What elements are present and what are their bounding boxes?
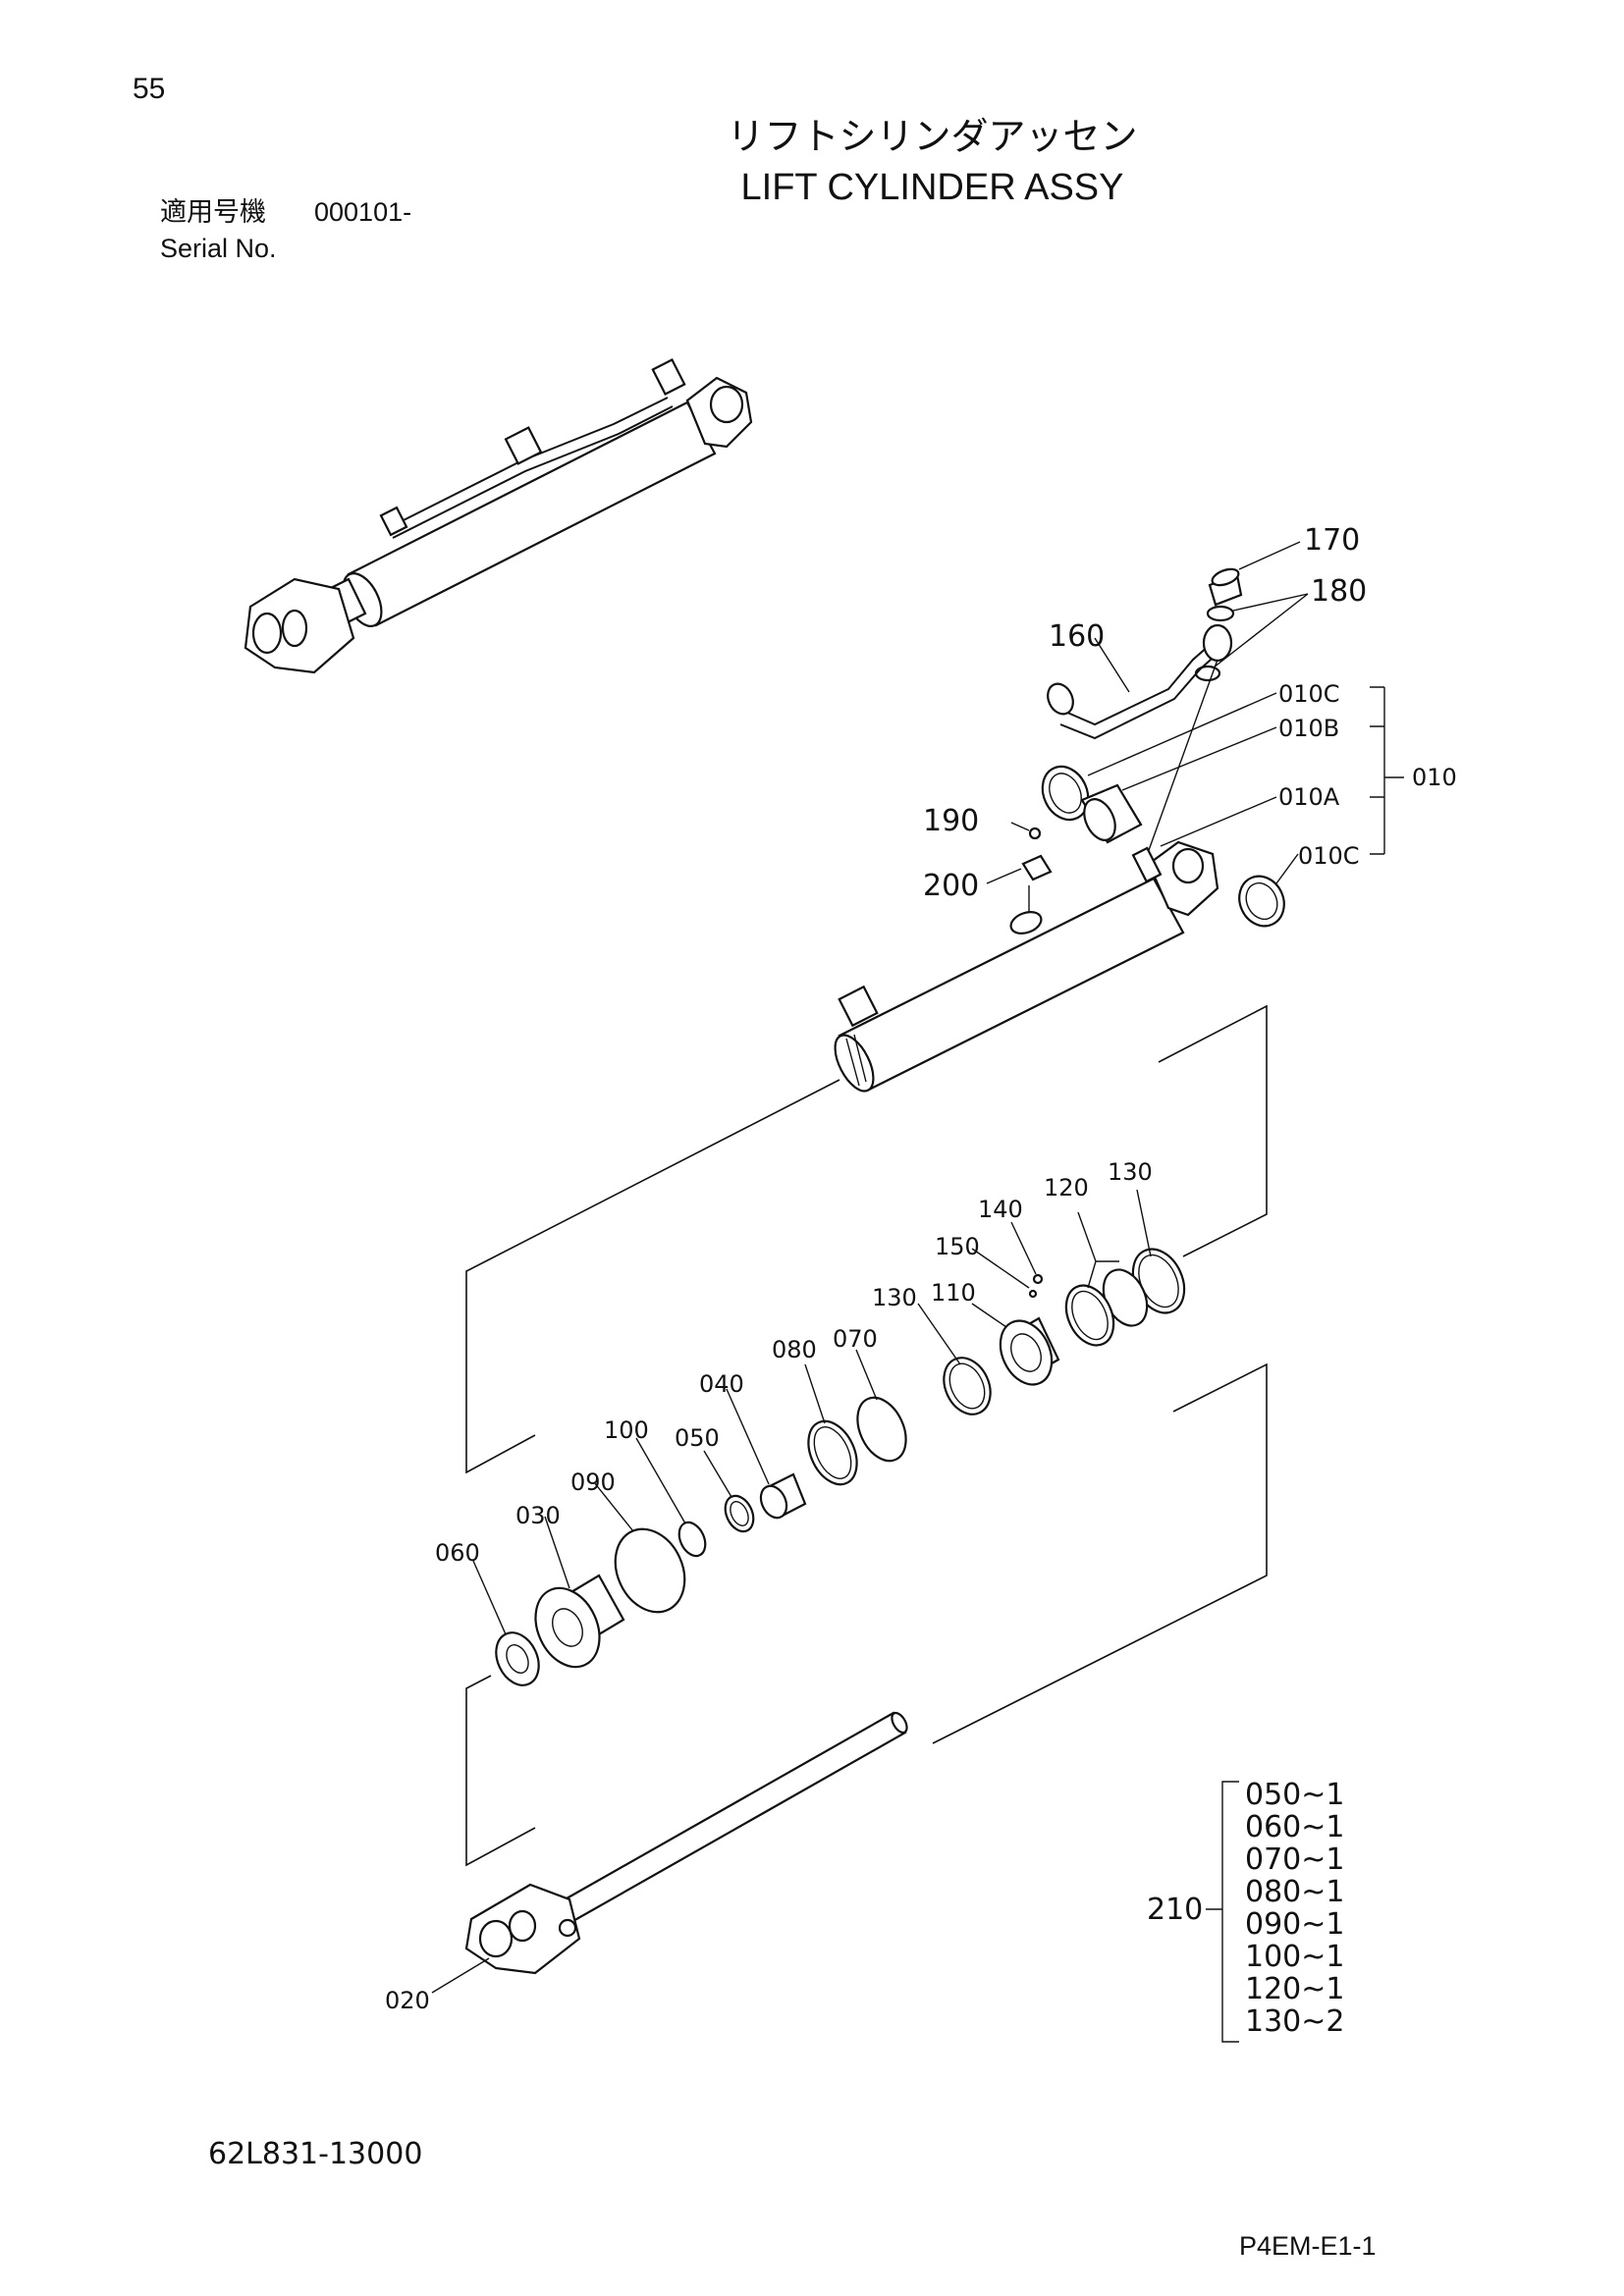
page-title: LIFT CYLINDER ASSY (740, 167, 1124, 208)
label-210: 210 (1147, 1893, 1203, 1927)
label-010c-top: 010C (1278, 680, 1340, 708)
drawing-number: 62L831-13000 (208, 2137, 423, 2171)
cylinder-tube-group (834, 567, 1285, 1093)
label-180: 180 (1311, 574, 1367, 609)
kit-item: 100~1 (1245, 1940, 1344, 1974)
label-080: 080 (772, 1336, 817, 1363)
serial-label: Serial No. (160, 234, 277, 263)
label-050: 050 (675, 1424, 720, 1452)
assembled-cylinder-illustration (244, 358, 753, 674)
label-010: 010 (1412, 764, 1457, 791)
label-170: 170 (1304, 523, 1360, 558)
label-190: 190 (923, 804, 979, 838)
kit-item: 090~1 (1245, 1907, 1344, 1942)
label-150: 150 (935, 1233, 980, 1260)
part-labels: 170 180 160 010C 010B 010 010A 010C 190 … (385, 523, 1457, 2014)
label-110: 110 (931, 1279, 976, 1307)
label-070: 070 (833, 1325, 878, 1353)
kit-bracket (1221, 1781, 1239, 2043)
label-010a: 010A (1278, 783, 1340, 811)
label-020: 020 (385, 1987, 430, 2014)
piston-rod-illustration (464, 1711, 908, 1975)
serial-value: 000101- (314, 197, 412, 227)
piston-seal-parts (495, 1248, 1186, 1686)
label-200: 200 (923, 869, 979, 903)
label-040: 040 (699, 1370, 744, 1398)
label-010c-bottom: 010C (1298, 842, 1360, 870)
label-030: 030 (515, 1502, 561, 1529)
label-130-right: 130 (1108, 1158, 1153, 1186)
kit-item: 070~1 (1245, 1842, 1344, 1877)
kit-item: 060~1 (1245, 1810, 1344, 1844)
kit-item: 130~2 (1245, 2004, 1344, 2039)
page-code: P4EM-E1-1 (1239, 2231, 1377, 2261)
label-090: 090 (570, 1468, 616, 1496)
leader-lines (431, 541, 1309, 1994)
page-number: 55 (133, 73, 166, 105)
label-160: 160 (1049, 619, 1105, 654)
label-060: 060 (435, 1539, 480, 1567)
kit-item: 080~1 (1245, 1875, 1344, 1909)
label-120: 120 (1044, 1174, 1089, 1201)
kit-item: 120~1 (1245, 1972, 1344, 2006)
page-title-japanese: リフトシリンダアッセン (727, 115, 1138, 158)
label-140: 140 (978, 1196, 1023, 1223)
kit-item: 050~1 (1245, 1778, 1344, 1812)
label-130-left: 130 (872, 1284, 917, 1311)
kit-contents-list: 050~1 060~1 070~1 080~1 090~1 100~1 120~… (1245, 1778, 1344, 2039)
serial-label-japanese: 適用号機 (160, 197, 266, 228)
explosion-guide-lines (465, 1004, 1268, 1867)
label-010b: 010B (1278, 715, 1339, 742)
label-100: 100 (604, 1416, 649, 1444)
